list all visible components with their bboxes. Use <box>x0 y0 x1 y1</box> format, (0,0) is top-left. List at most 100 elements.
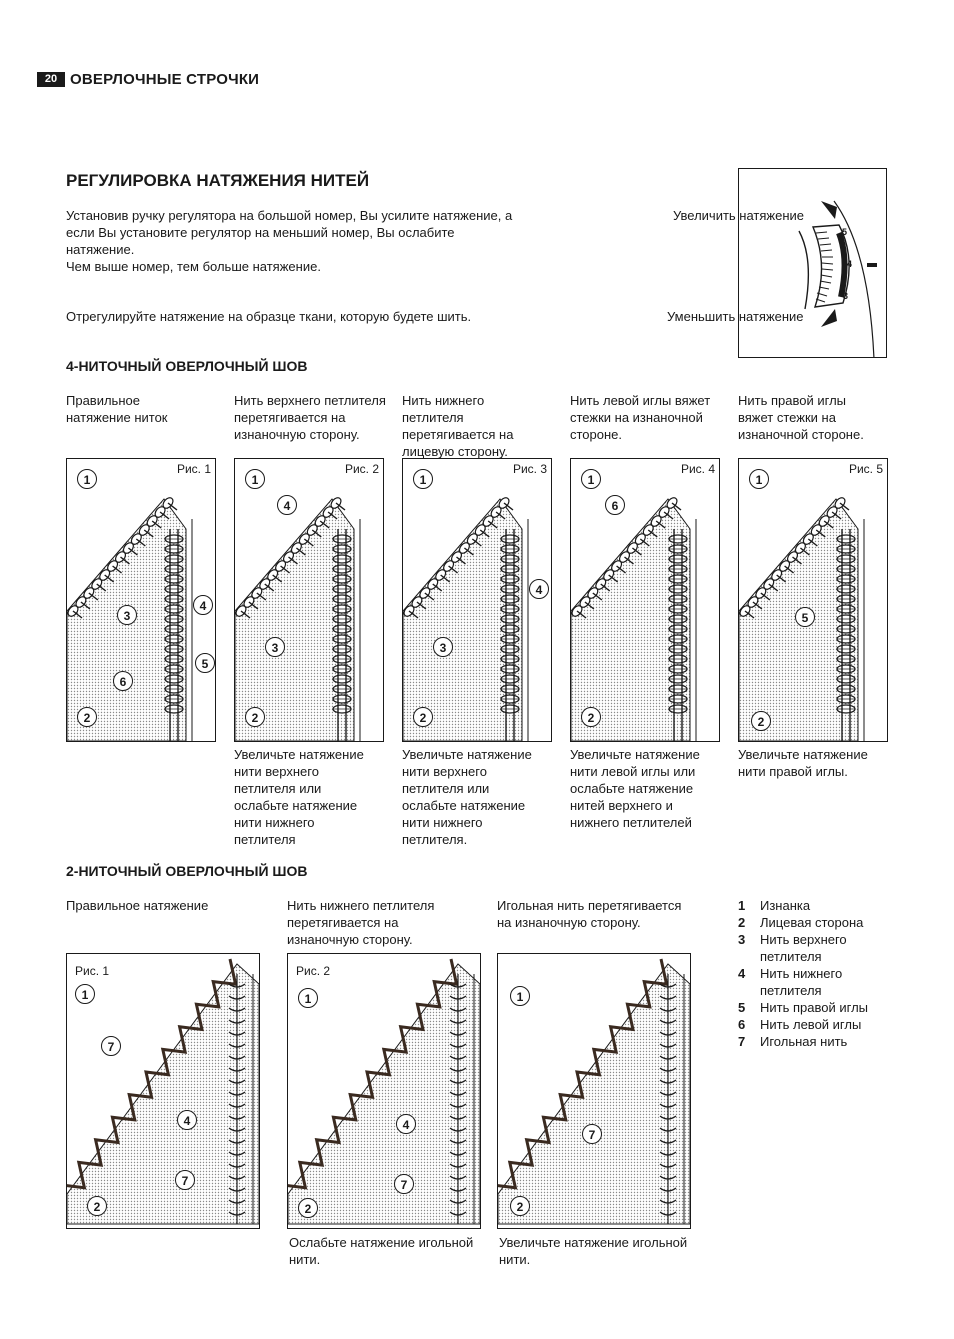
caption-line: нити правой иглы. <box>738 763 906 780</box>
callout-badge: 6 <box>113 671 133 691</box>
callout-badge: 2 <box>298 1198 318 1218</box>
figure-label: Рис. 5 <box>849 462 883 476</box>
dial-number: 3 <box>843 291 848 301</box>
caption-line: нитей верхнего и <box>570 797 738 814</box>
tension-line: Чем выше номер, тем больше натяжение. <box>66 258 586 275</box>
figure-label: Рис. 3 <box>513 462 547 476</box>
caption-line: ослабьте натяжение <box>234 797 402 814</box>
caption-line: нити верхнего <box>402 763 570 780</box>
figure-label: Рис. 4 <box>681 462 715 476</box>
four-thread-figure: Рис. 21432 <box>234 458 384 742</box>
legend-item: 2Лицевая сторона <box>738 914 918 931</box>
legend-item: 6 Нить левой иглы <box>738 1016 918 1033</box>
legend-number: 1 <box>738 897 745 914</box>
callout-badge: 1 <box>510 986 530 1006</box>
caption-line <box>738 780 906 797</box>
increase-arrow-icon <box>821 201 837 219</box>
tension-hint: Отрегулируйте натяжение на образце ткани… <box>66 308 471 325</box>
caption-line: Увеличьте натяжение игольной <box>499 1234 704 1251</box>
callout-badge: 2 <box>87 1196 107 1216</box>
legend-number: 3 <box>738 931 745 948</box>
caption-line: петлителя <box>402 409 570 426</box>
callout-badge: 7 <box>175 1170 195 1190</box>
decrease-arrow-icon <box>821 309 837 327</box>
legend-line: Нить левой иглы <box>760 1016 900 1033</box>
caption-line <box>66 831 234 848</box>
section-header: ОВЕРЛОЧНЫЕ СТРОЧКИ <box>70 71 259 88</box>
caption-line: изнаночную сторону. <box>287 931 492 948</box>
caption-line: стежки на изнаночной <box>570 409 738 426</box>
tension-line: Установив ручку регулятора на большой но… <box>66 207 586 224</box>
callout-badge: 4 <box>193 595 213 615</box>
legend-line: Нить нижнего <box>760 965 900 982</box>
caption-line: Увеличьте натяжение <box>402 746 570 763</box>
caption-line: петлителя. <box>402 831 570 848</box>
two-thread-top-caption: Нить нижнего петлителяперетягивается наи… <box>287 897 492 948</box>
legend-text: Изнанка <box>760 897 900 914</box>
callout-badge: 1 <box>581 469 601 489</box>
caption-line: перетягивается на <box>234 409 402 426</box>
stitch-drawing <box>67 954 259 1228</box>
caption-line: нити верхнего <box>234 763 402 780</box>
callout-badge: 2 <box>77 707 97 727</box>
tension-dial-illustration: 5 4 3 <box>738 168 887 358</box>
tension-title: РЕГУЛИРОВКА НАТЯЖЕНИЯ НИТЕЙ <box>66 171 369 191</box>
caption-line: на изнаночную сторону. <box>497 914 702 931</box>
four-thread-title: 4-НИТОЧНЫЙ ОВЕРЛОЧНЫЙ ШОВ <box>66 358 308 374</box>
caption-line: Правильное натяжение <box>66 897 271 914</box>
stitch-drawing <box>235 459 383 741</box>
figure-label: Рис. 2 <box>296 964 330 978</box>
legend-text: Нить левой иглы <box>760 1016 900 1033</box>
legend-number: 7 <box>738 1033 745 1050</box>
tension-line: если Вы установите регулятор на меньший … <box>66 224 586 241</box>
caption-line: перетягивается на <box>287 914 492 931</box>
caption-line: Игольная нить перетягивается <box>497 897 702 914</box>
callout-badge: 2 <box>413 707 433 727</box>
callout-badge: 4 <box>177 1110 197 1130</box>
stitch-drawing <box>403 459 551 741</box>
dial-number: 4 <box>847 259 852 269</box>
callout-badge: 1 <box>749 469 769 489</box>
legend-text: Игольная нить <box>760 1033 900 1050</box>
legend-item: 7 Игольная нить <box>738 1033 918 1050</box>
caption-line: петлителя или <box>402 780 570 797</box>
figure-label: Рис. 1 <box>75 964 109 978</box>
caption-line: Нить верхнего петлителя <box>234 392 402 409</box>
caption-line <box>738 814 906 831</box>
callout-badge: 4 <box>396 1114 416 1134</box>
caption-line: нити левой иглы или <box>570 763 738 780</box>
caption-line: нижнего петлителей <box>570 814 738 831</box>
legend-number: 6 <box>738 1016 745 1033</box>
caption-line: нити. <box>289 1251 494 1268</box>
caption-line: петлителя или <box>234 780 402 797</box>
legend-line: Лицевая сторона <box>760 914 900 931</box>
callout-badge: 4 <box>277 495 297 515</box>
callout-badge: 3 <box>433 637 453 657</box>
callout-badge: 1 <box>298 988 318 1008</box>
caption-line <box>738 797 906 814</box>
caption-line: ослабьте натяжение <box>570 780 738 797</box>
caption-line: нити нижнего <box>234 814 402 831</box>
caption-line: ослабьте натяжение <box>402 797 570 814</box>
caption-line: нити нижнего <box>402 814 570 831</box>
callout-badge: 3 <box>265 637 285 657</box>
legend-line: Нить правой иглы <box>760 999 900 1016</box>
tension-dial-drawing: 5 4 3 <box>739 169 887 358</box>
caption-line: вяжет стежки на <box>738 409 906 426</box>
